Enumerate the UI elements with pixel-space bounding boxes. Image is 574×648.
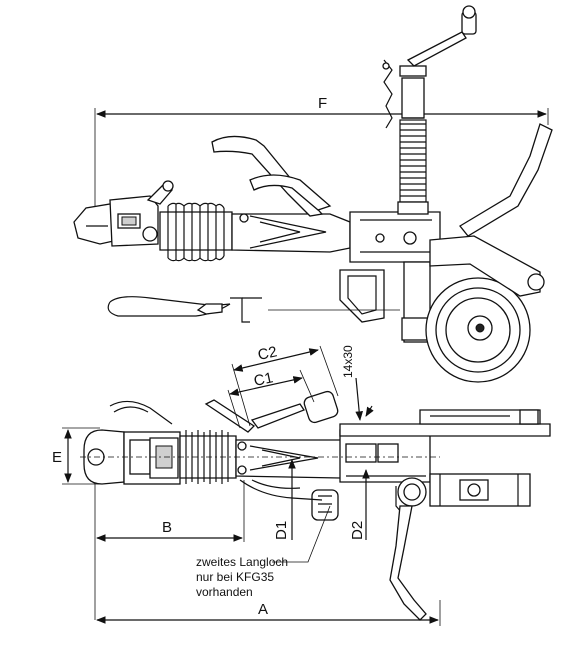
note-line-1: zweites Langloch xyxy=(196,555,288,569)
dimension-d1: D1 xyxy=(273,459,296,540)
side-view: F xyxy=(73,5,553,383)
bellows xyxy=(159,202,233,262)
drawbar-housing xyxy=(231,211,441,263)
label-f: F xyxy=(318,95,327,112)
note-leader xyxy=(272,505,331,563)
label-c1: C1 xyxy=(252,369,274,390)
housing-top xyxy=(235,429,431,483)
dimension-e: E xyxy=(52,427,100,485)
label-d1: D1 xyxy=(273,521,290,540)
dimension-a: A xyxy=(96,600,441,626)
note-line-2: nur bei KFG35 xyxy=(196,570,274,584)
handbrake-lever xyxy=(211,135,332,217)
label-b: B xyxy=(162,519,172,536)
dimension-c: C2 C1 xyxy=(227,343,339,429)
jockey-wheel xyxy=(425,277,531,383)
lever-top xyxy=(204,390,339,521)
breakaway-cable xyxy=(107,296,400,323)
jockey-wheel-top xyxy=(395,473,531,521)
note-line-3: vorhanden xyxy=(196,585,253,599)
label-d2: D2 xyxy=(349,521,366,540)
dimension-d2: D2 xyxy=(349,469,370,540)
coupling-head xyxy=(73,180,174,247)
label-slot: 14x30 xyxy=(341,345,355,378)
dimension-b: B xyxy=(94,480,245,620)
cable-top xyxy=(239,479,323,501)
support-arm xyxy=(429,123,553,297)
label-e: E xyxy=(52,449,62,466)
coupling-head-top xyxy=(83,400,181,485)
dimension-slot: 14x30 xyxy=(341,345,374,421)
top-rail xyxy=(339,409,551,437)
top-view: E xyxy=(52,343,551,626)
label-a: A xyxy=(258,601,268,618)
label-c2: C2 xyxy=(256,343,278,364)
support-arm-top xyxy=(389,505,427,621)
lock-bracket xyxy=(339,269,385,323)
dimension-f: F xyxy=(94,95,549,225)
